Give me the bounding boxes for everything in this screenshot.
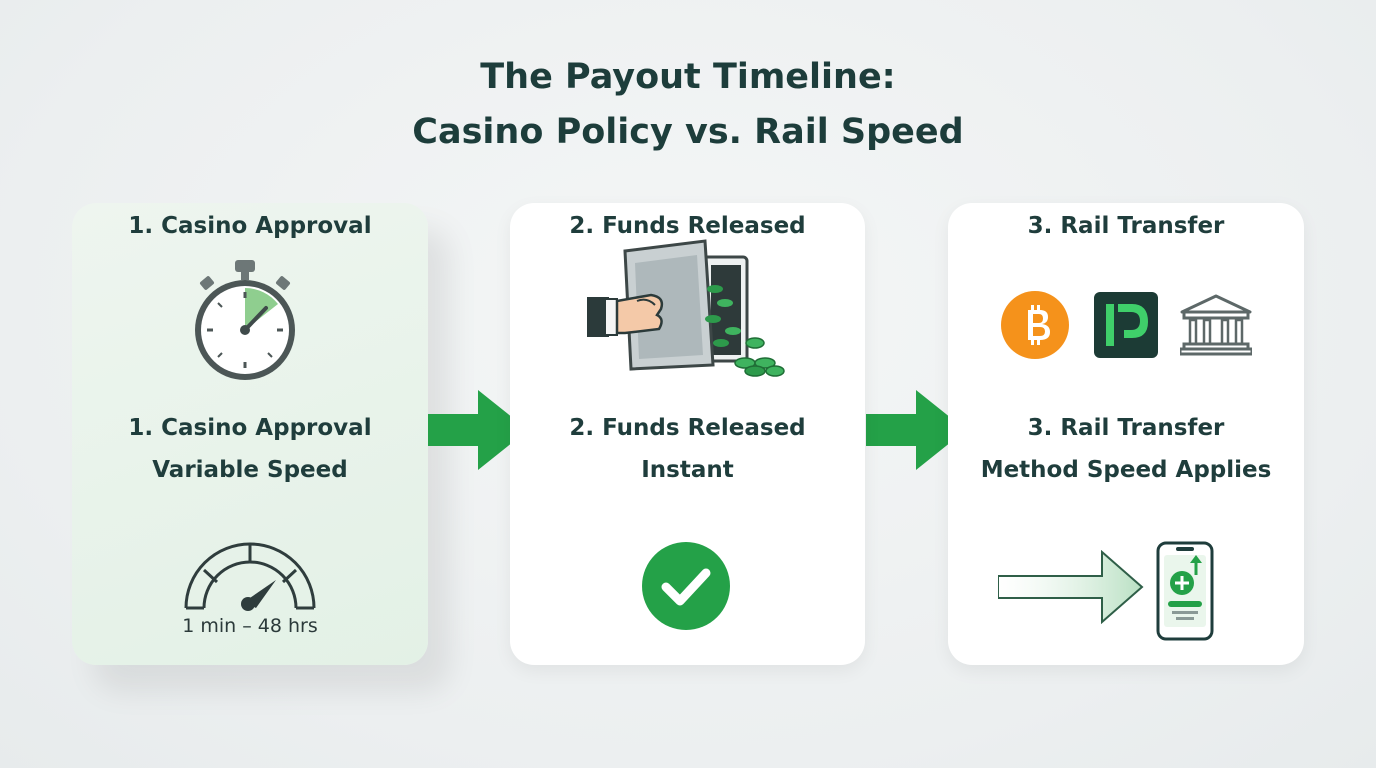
stopwatch-icon (195, 260, 295, 380)
step-card-casino-approval: 1. Casino Approval 1. Casino Approval Va… (72, 203, 428, 665)
arrow-right-icon (866, 390, 966, 470)
step-card-funds-released: 2. Funds Released 2. Funds Released Inst… (510, 203, 865, 665)
step-header: 1. Casino Approval (128, 213, 372, 239)
step-header: 2. Funds Released (569, 213, 806, 239)
step-label: 1. Casino Approval (128, 415, 372, 441)
speed-range-label: 1 min – 48 hrs (182, 615, 318, 637)
vault-hand-icon (587, 239, 785, 377)
phone-wallet-icon (1156, 541, 1214, 641)
title-line-1: The Payout Timeline: (480, 57, 896, 97)
bitcoin-icon (1001, 291, 1069, 359)
speed-label: Instant (641, 457, 734, 483)
speed-label: Variable Speed (152, 457, 348, 483)
check-circle-icon (642, 542, 730, 630)
diagram-title: The Payout Timeline: Casino Policy vs. R… (0, 50, 1376, 160)
arrow-right-icon (428, 390, 528, 470)
step-label: 2. Funds Released (569, 415, 806, 441)
step-header: 3. Rail Transfer (1027, 213, 1225, 239)
step-label: 3. Rail Transfer (1027, 415, 1225, 441)
step-card-rail-transfer: 3. Rail Transfer 3. Rail Transfer Method… (948, 203, 1304, 665)
bank-icon (1180, 294, 1252, 356)
speedometer-icon (184, 542, 316, 611)
title-line-2: Casino Policy vs. Rail Speed (412, 112, 964, 152)
transfer-arrow-icon (998, 550, 1144, 624)
payment-app-icon (1094, 292, 1158, 358)
speed-label: Method Speed Applies (980, 457, 1272, 483)
